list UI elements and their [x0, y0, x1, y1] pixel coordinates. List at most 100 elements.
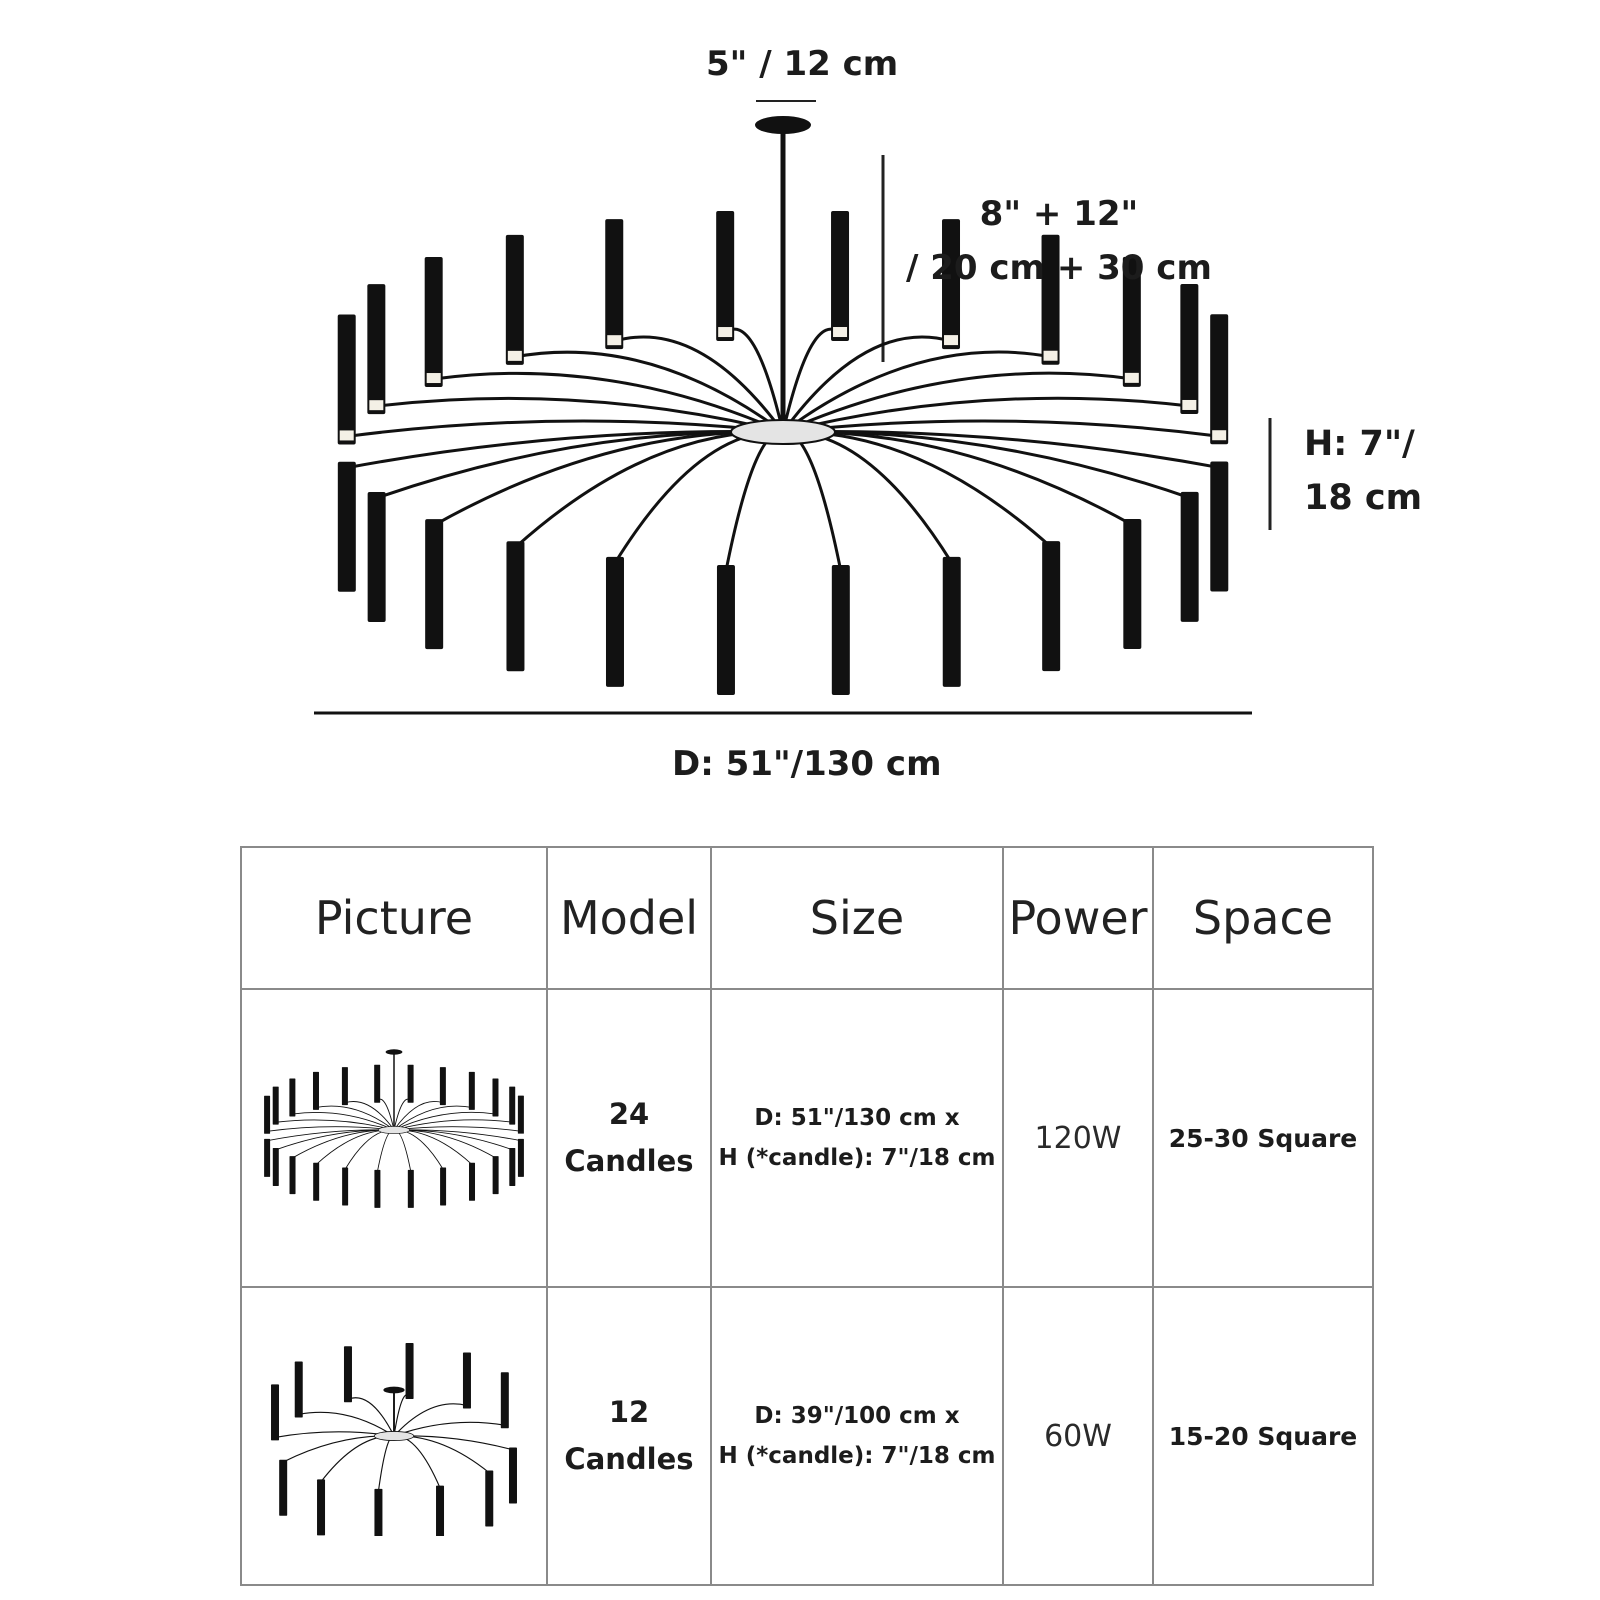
thumb-24-fixture	[264, 1049, 524, 1208]
canopy	[755, 116, 811, 134]
arm	[613, 430, 784, 564]
candle	[716, 564, 735, 695]
hub	[373, 1431, 415, 1441]
candle	[289, 1078, 296, 1117]
candle	[313, 1162, 320, 1201]
canopy-dimension: 5" / 12 cm	[706, 44, 899, 84]
arm	[376, 1098, 395, 1131]
candle-light	[944, 335, 959, 346]
candle	[500, 1372, 509, 1429]
candle	[485, 1470, 494, 1527]
candle	[468, 1071, 475, 1110]
drop-dimension-line1: 8" + 12"	[979, 194, 1139, 234]
chandelier-12-thumbnail	[271, 1343, 517, 1536]
candle-light	[426, 373, 441, 384]
candle-light	[1124, 372, 1139, 383]
candle	[425, 519, 444, 650]
canopy	[385, 1049, 403, 1055]
candle	[716, 211, 735, 342]
arm	[782, 419, 1220, 438]
candle	[317, 1479, 326, 1536]
model-unit: Candles	[564, 1442, 694, 1476]
header-space: Space	[1152, 846, 1374, 990]
candle	[1210, 314, 1229, 445]
candle-light	[369, 400, 384, 411]
candle	[1042, 541, 1061, 672]
arm	[376, 430, 784, 500]
table-row: 24 Candles D: 51"/130 cm x H (*candle): …	[240, 988, 1374, 1288]
candle	[505, 234, 524, 365]
canopy	[383, 1386, 405, 1394]
candle	[439, 1067, 446, 1106]
chandelier-illustration	[337, 116, 1229, 695]
arm	[393, 1394, 410, 1437]
hub	[378, 1126, 410, 1134]
candle	[294, 1361, 303, 1418]
candle	[1041, 234, 1060, 365]
arm	[782, 371, 1133, 434]
candle	[405, 1343, 414, 1400]
table-header-row: Picture Model Size Power Space	[240, 846, 1374, 990]
height-dimension-line1: H: 7"/	[1304, 424, 1415, 464]
arm	[393, 1098, 411, 1131]
arm	[781, 335, 952, 433]
candle	[1180, 283, 1199, 414]
arm	[393, 1435, 441, 1489]
arm	[782, 350, 1051, 434]
candle	[605, 556, 624, 687]
arm	[377, 1435, 395, 1492]
model-cell: 24 Candles	[546, 988, 712, 1288]
candle-light	[1182, 399, 1197, 410]
picture-cell	[240, 1286, 548, 1586]
drop-dimension: 8" + 12" / 20 cm + 30 cm	[906, 188, 1212, 295]
candle	[509, 1147, 516, 1186]
candle	[312, 1071, 319, 1110]
arm	[393, 1119, 513, 1131]
chandelier-24-thumbnail	[264, 1049, 524, 1208]
model-cell: 12 Candles	[546, 1286, 712, 1586]
arm	[781, 327, 842, 433]
arm	[724, 327, 785, 433]
power-cell: 60W	[1002, 1286, 1154, 1586]
arm	[347, 1397, 395, 1437]
size-cell: D: 51"/130 cm x H (*candle): 7"/18 cm	[710, 988, 1004, 1288]
thumb-12-fixture	[271, 1343, 517, 1536]
arm	[393, 1101, 444, 1131]
arm	[782, 396, 1190, 434]
candle	[942, 556, 961, 687]
candle	[264, 1095, 271, 1134]
arm	[393, 1129, 444, 1170]
arm	[315, 1105, 395, 1131]
arm	[344, 1101, 395, 1131]
size-cell: D: 39"/100 cm x H (*candle): 7"/18 cm	[710, 1286, 1004, 1586]
candle	[343, 1346, 352, 1403]
candle	[508, 1447, 517, 1504]
candle	[272, 1148, 279, 1187]
candle	[1210, 461, 1229, 592]
size-diameter: D: 51"/130 cm x	[754, 1104, 960, 1131]
arm	[393, 1403, 468, 1437]
candle	[289, 1156, 296, 1195]
arm	[376, 1129, 395, 1172]
arm	[393, 1129, 412, 1172]
arm	[282, 1435, 395, 1463]
table-row: 12 Candles D: 39"/100 cm x H (*candle): …	[240, 1286, 1374, 1586]
candle-light	[339, 430, 354, 441]
header-picture: Picture	[240, 846, 548, 990]
candle	[517, 1138, 524, 1177]
arm	[613, 335, 785, 433]
candle	[436, 1485, 445, 1536]
dimension-diagram: 5" / 12 cm 8" + 12" / 20 cm + 30 cm H: 7…	[314, 44, 1422, 784]
candle	[440, 1167, 447, 1206]
arm	[782, 430, 843, 572]
space-cell: 15-20 Square	[1152, 1286, 1374, 1586]
candle	[831, 211, 850, 342]
candle	[374, 1488, 383, 1536]
size-diameter: D: 39"/100 cm x	[754, 1402, 960, 1429]
arm	[433, 371, 784, 434]
arm	[782, 430, 1191, 500]
candle-light	[718, 327, 733, 338]
candle	[942, 219, 961, 350]
candle-light	[833, 327, 848, 338]
candle	[367, 284, 386, 415]
